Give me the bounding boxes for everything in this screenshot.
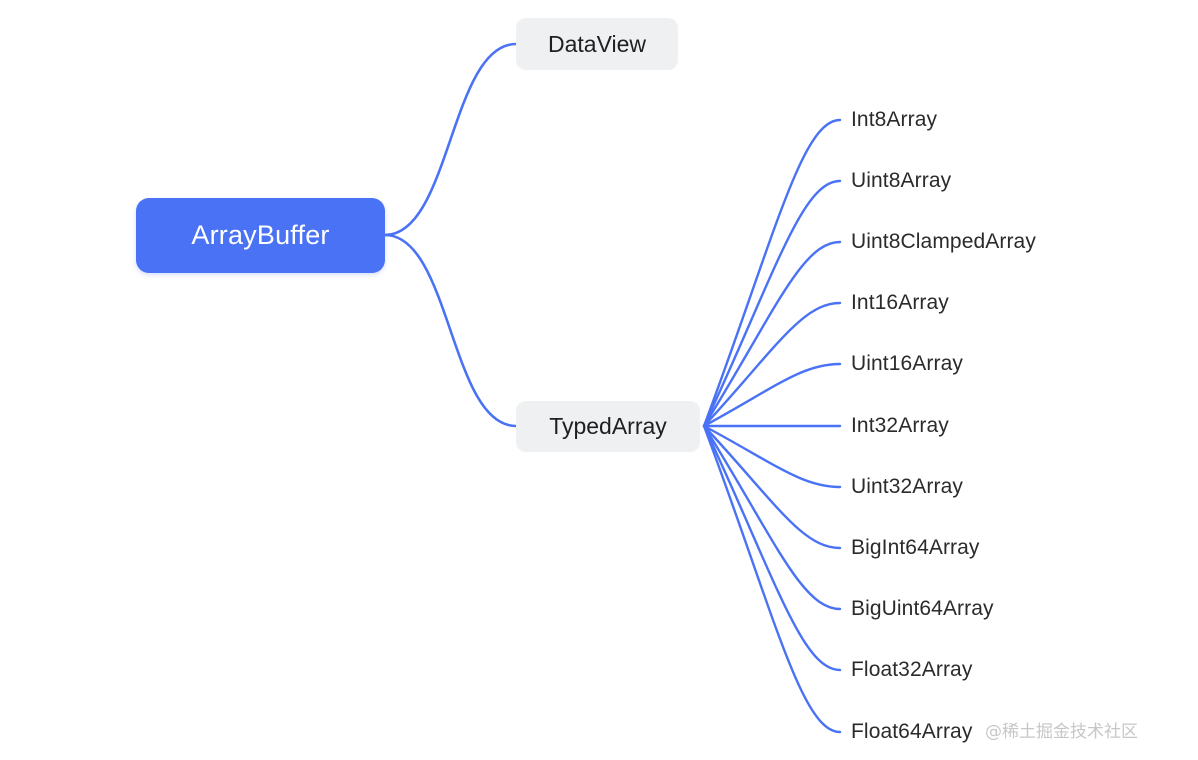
leaf-label[interactable]: Uint32Array xyxy=(851,475,963,498)
leaf-label[interactable]: Uint8Array xyxy=(851,169,952,192)
watermark: @稀土掘金技术社区 xyxy=(985,722,1138,742)
edge-typedarray-leaf-4 xyxy=(702,362,842,428)
leaf-label[interactable]: Uint8ClampedArray xyxy=(851,230,1036,253)
node-dataview[interactable]: DataView xyxy=(516,18,678,70)
edge-typedarray-leaf-2 xyxy=(702,240,842,428)
edge-typedarray-leaf-10 xyxy=(702,424,842,734)
node-arraybuffer-label: ArrayBuffer xyxy=(191,220,330,250)
leaf-label[interactable]: BigUint64Array xyxy=(851,597,994,620)
leaf-label[interactable]: Int32Array xyxy=(851,414,949,437)
edge-typedarray-leaf-1 xyxy=(702,179,842,428)
leaf-label[interactable]: Int16Array xyxy=(851,291,949,314)
leaf-label[interactable]: BigInt64Array xyxy=(851,536,980,559)
node-arraybuffer[interactable]: ArrayBuffer xyxy=(136,198,385,273)
edge-typedarray-leaf-3 xyxy=(702,301,842,428)
leaf-label[interactable]: Uint16Array xyxy=(851,352,963,375)
leaf-label[interactable]: Float64Array xyxy=(851,720,973,743)
node-dataview-label: DataView xyxy=(547,30,647,57)
edge-typedarray-leaf-0 xyxy=(702,118,842,428)
edge-root-to-branch-1 xyxy=(383,233,518,428)
edge-typedarray-leaf-7 xyxy=(702,424,842,550)
edge-root-to-branch-0 xyxy=(383,42,518,237)
edge-typedarray-leaf-9 xyxy=(702,424,842,672)
node-typedarray-label: TypedArray xyxy=(549,413,667,439)
leaf-label[interactable]: Int8Array xyxy=(851,108,938,131)
node-typedarray[interactable]: TypedArray xyxy=(516,401,700,452)
leaf-label[interactable]: Float32Array xyxy=(851,658,973,681)
edge-typedarray-leaf-8 xyxy=(702,424,842,611)
edge-typedarray-leaf-6 xyxy=(702,424,842,489)
